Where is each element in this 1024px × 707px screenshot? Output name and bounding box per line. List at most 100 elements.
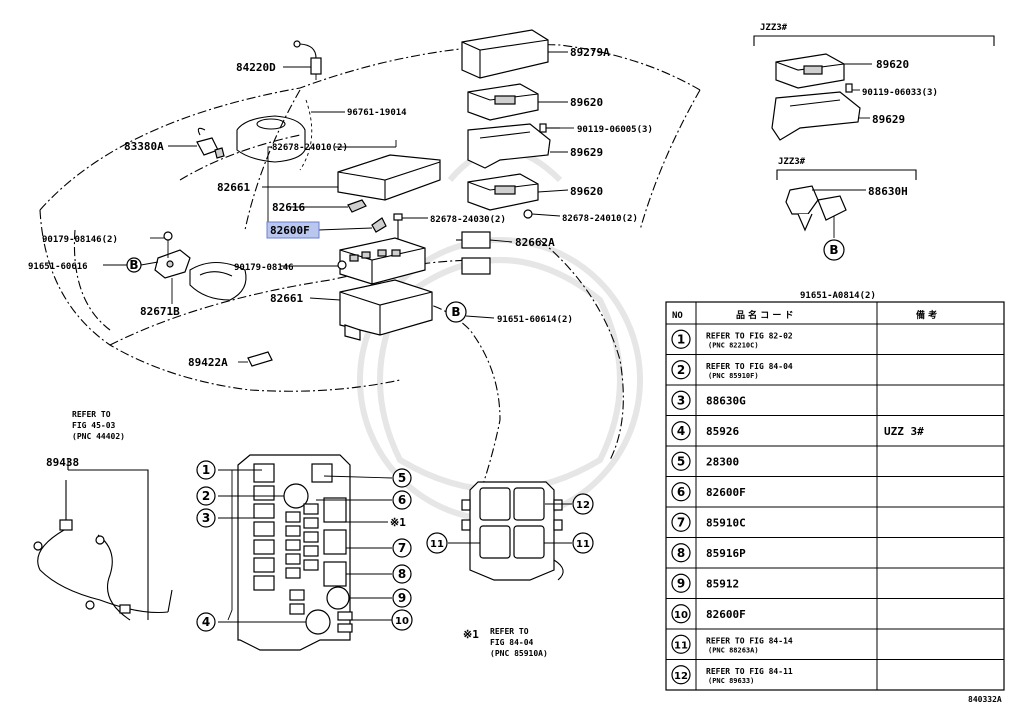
callout-8: 8 bbox=[392, 564, 412, 584]
svg-text:10: 10 bbox=[395, 616, 409, 627]
table-row-number-circle bbox=[671, 665, 691, 685]
table-row-number-circle bbox=[671, 482, 691, 502]
svg-text:4: 4 bbox=[202, 615, 210, 629]
callout-5: 5 bbox=[392, 468, 412, 488]
svg-text:B: B bbox=[451, 305, 460, 319]
table-row-code: 85912 bbox=[706, 577, 739, 590]
svg-text:3: 3 bbox=[202, 511, 210, 525]
callout-11-right: 11 bbox=[572, 532, 594, 554]
svg-text:11: 11 bbox=[576, 539, 590, 550]
callout-11-left: 11 bbox=[426, 532, 448, 554]
callout-3: 3 bbox=[196, 508, 216, 528]
svg-text:B: B bbox=[829, 243, 838, 257]
bolt-b-marker-3: B bbox=[823, 239, 845, 261]
label-84220d: 84220D bbox=[236, 61, 276, 74]
callout-4: 4 bbox=[196, 612, 216, 632]
table-row-number-circle bbox=[671, 543, 691, 563]
label-82671b: 82671B bbox=[140, 305, 180, 318]
bolt-90119-b bbox=[845, 83, 853, 93]
callout-star1: ※1 bbox=[390, 516, 406, 529]
cover-89279a bbox=[461, 29, 549, 79]
screw-82678 bbox=[523, 209, 533, 219]
label-88630h: 88630H bbox=[868, 185, 908, 198]
label-82678-c: 82678-24010(2) bbox=[562, 214, 638, 224]
label-91651-c: 91651-A0814(2) bbox=[800, 291, 876, 301]
figure-number: 840332A bbox=[968, 695, 1002, 704]
sensor-84220d bbox=[293, 40, 322, 80]
callout-2: 2 bbox=[196, 486, 216, 506]
jzz3-bracket-frame-2 bbox=[776, 169, 917, 180]
junction-block bbox=[339, 237, 426, 285]
note-ref-1: REFER TO bbox=[490, 627, 529, 636]
table-row-number: 6 bbox=[677, 485, 685, 499]
ecu-cover-upper bbox=[337, 154, 441, 201]
table-row-number-circle bbox=[671, 421, 691, 441]
relay-block-layout bbox=[237, 454, 353, 651]
bracket-82671b bbox=[154, 249, 191, 279]
svg-text:1: 1 bbox=[202, 463, 210, 477]
table-row-number: 7 bbox=[677, 515, 685, 529]
nut-90179-b bbox=[337, 260, 347, 270]
svg-text:8: 8 bbox=[398, 567, 406, 581]
svg-text:6: 6 bbox=[398, 493, 406, 507]
highlight-82600f bbox=[266, 221, 320, 239]
sensor-89422a bbox=[238, 351, 273, 367]
label-89620-b: 89620 bbox=[570, 185, 603, 198]
table-header-code: 品 名 コ ー ド bbox=[736, 309, 794, 321]
ecu-89620-b bbox=[467, 173, 539, 211]
relay-module-4way bbox=[461, 481, 564, 581]
table-row-code-line2: (PNC 82210C) bbox=[708, 341, 759, 349]
callout-7: 7 bbox=[392, 538, 412, 558]
table-row-code: 82600F bbox=[706, 608, 746, 621]
svg-text:7: 7 bbox=[398, 541, 406, 555]
table-row-number-circle bbox=[671, 390, 691, 410]
washer-tank bbox=[236, 115, 306, 163]
table-row-number-circle bbox=[671, 604, 691, 624]
label-82661-b: 82661 bbox=[270, 292, 303, 305]
wiring-harness-89438 bbox=[33, 458, 173, 621]
svg-text:9: 9 bbox=[398, 591, 406, 605]
label-89279a: 89279A bbox=[570, 46, 610, 59]
table-row-code-line2: (PNC 88263A) bbox=[708, 646, 759, 654]
table-row-code-line1: REFER TO FIG 84-11 bbox=[706, 667, 793, 676]
label-89629-b: 89629 bbox=[872, 113, 905, 126]
table-row-number: 3 bbox=[677, 393, 685, 407]
table-row-code-line1: REFER TO FIG 82-02 bbox=[706, 331, 793, 340]
label-90179-b: 90179-08146 bbox=[234, 263, 294, 273]
refer-text-2: FIG 45-03 bbox=[72, 421, 116, 430]
sensor-88630h bbox=[785, 185, 847, 238]
bolt-b-marker-2: B bbox=[445, 301, 467, 323]
callout-1: 1 bbox=[196, 460, 216, 480]
label-jzz3-a: JZZ3# bbox=[760, 23, 788, 33]
table-row-number: 4 bbox=[677, 424, 685, 438]
table-row-code: 85910C bbox=[706, 516, 746, 529]
note-ref-2: FIG 84-04 bbox=[490, 638, 534, 647]
table-row-number: 1 bbox=[677, 332, 685, 346]
label-89422a: 89422A bbox=[188, 356, 228, 369]
label-82600f[interactable]: 82600F bbox=[270, 224, 310, 237]
callout-12: 12 bbox=[572, 493, 594, 515]
bolt-90119-a bbox=[539, 123, 560, 133]
car-body-outline bbox=[39, 44, 701, 521]
note-ref-3: (PNC 85910A) bbox=[490, 649, 548, 658]
table-header-remark: 備 考 bbox=[916, 309, 937, 321]
table-row-number-circle bbox=[671, 573, 691, 593]
table-row-number-circle bbox=[671, 634, 691, 654]
bracket-89629-b bbox=[771, 91, 861, 141]
callout-9: 9 bbox=[392, 588, 412, 608]
note-mark: ※1 bbox=[463, 628, 479, 641]
label-82678-b: 82678-24030(2) bbox=[430, 215, 506, 225]
table-header-no: NO bbox=[672, 311, 683, 321]
jzz3-bracket-frame-1 bbox=[753, 35, 995, 46]
label-89620-a: 89620 bbox=[570, 96, 603, 109]
table-row-remark: UZZ 3# bbox=[884, 425, 924, 438]
table-row-code: 85926 bbox=[706, 425, 739, 438]
relay-module-leaders bbox=[448, 503, 572, 544]
bolt-b-marker-1: B bbox=[126, 257, 142, 273]
nut-90179 bbox=[163, 231, 173, 241]
label-89620-c: 89620 bbox=[876, 58, 909, 71]
refer-text-1: REFER TO bbox=[72, 410, 111, 419]
label-96761: 96761-19014 bbox=[347, 108, 407, 118]
